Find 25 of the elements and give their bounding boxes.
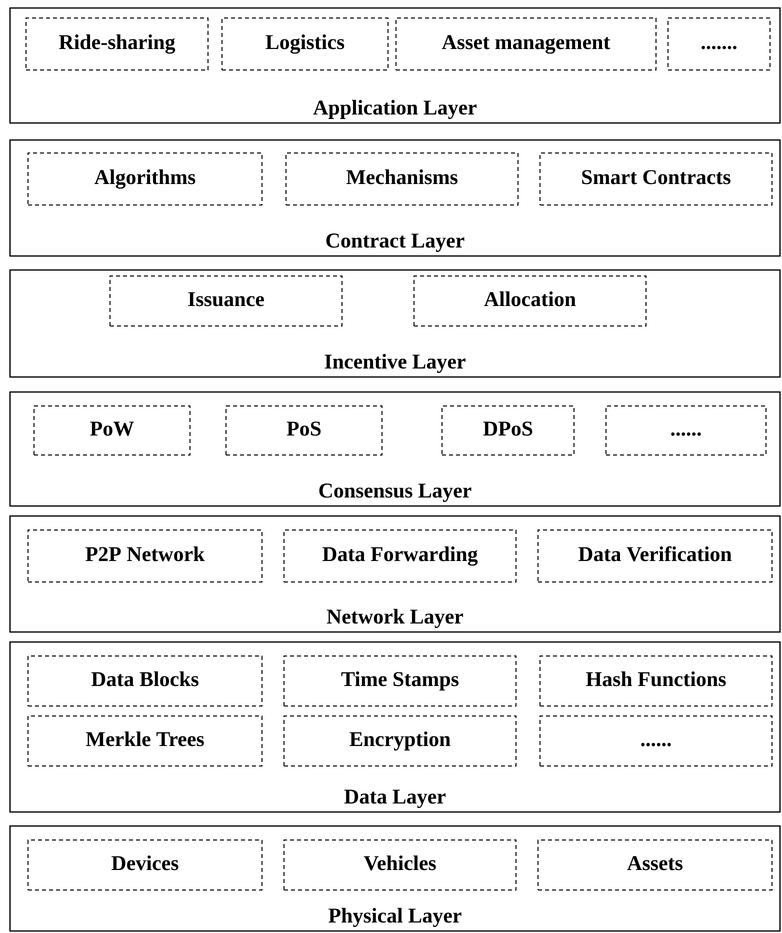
component-box: Assets: [538, 840, 772, 890]
component-box: Issuance: [110, 276, 342, 326]
component-box: Time Stamps: [284, 656, 516, 706]
component-box: Devices: [28, 840, 262, 890]
component-box: Allocation: [414, 276, 646, 326]
component-box: ......: [606, 406, 766, 456]
component-box: Mechanisms: [286, 152, 518, 206]
component-box: Data Forwarding: [284, 530, 516, 582]
component-box: Hash Functions: [540, 656, 772, 706]
component-box: Algorithms: [28, 152, 262, 206]
component-box: .......: [668, 18, 770, 70]
component-box: ......: [540, 716, 772, 766]
component-box: Data Verification: [538, 530, 772, 582]
component-box: Logistics: [222, 18, 388, 70]
component-box: Smart Contracts: [540, 152, 772, 206]
component-box: Asset management: [396, 18, 656, 70]
component-box: PoS: [226, 406, 382, 456]
component-box: Merkle Trees: [28, 716, 262, 766]
component-box: Vehicles: [284, 840, 516, 890]
component-box: Ride-sharing: [26, 18, 208, 70]
component-box: DPoS: [442, 406, 574, 456]
component-box: Encryption: [284, 716, 516, 766]
component-box: PoW: [34, 406, 190, 456]
component-box: Data Blocks: [28, 656, 262, 706]
component-box: P2P Network: [28, 530, 262, 582]
